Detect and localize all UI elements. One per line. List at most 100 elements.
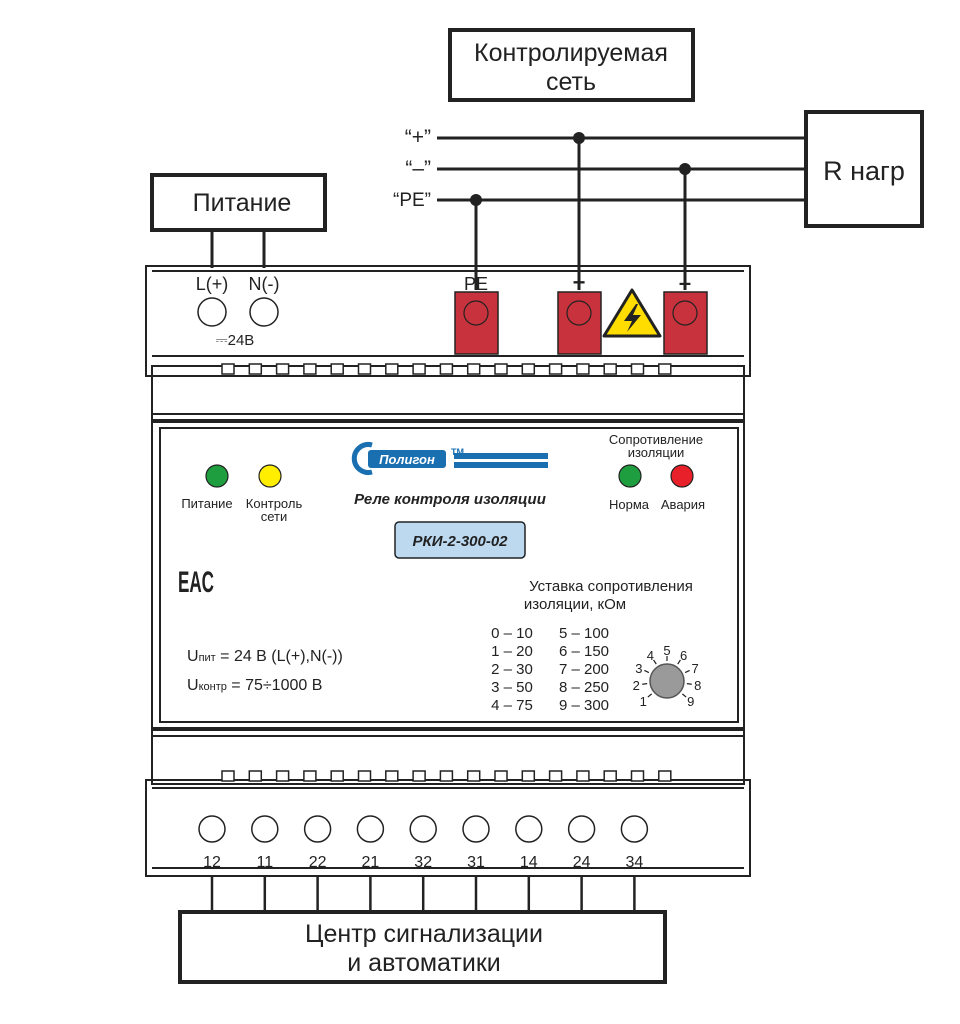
- voltage-label: ⎓24В: [216, 332, 255, 349]
- bottom-terminal-label: 34: [626, 854, 644, 871]
- center-box-line1: Центр сигнализации: [305, 920, 543, 948]
- load-box-label: R нагр: [823, 156, 905, 186]
- bottom-terminal-label: 14: [520, 854, 538, 871]
- vent-slot: [521, 363, 536, 375]
- led-norm: [618, 464, 642, 488]
- load-box: R нагр: [804, 110, 924, 228]
- dial-number: 9: [687, 694, 694, 709]
- setting-value: 3 – 50: [491, 679, 533, 696]
- dial-tick: [677, 659, 681, 665]
- led-alarm: [670, 464, 694, 488]
- dial-number: 7: [691, 661, 698, 676]
- bottom-terminal-label: 21: [362, 854, 380, 871]
- bottom-terminal-label: 31: [467, 854, 485, 871]
- bottom-terminal-label: 12: [203, 854, 221, 871]
- control-voltage-spec: Uконтр = 75÷1000 В: [187, 677, 322, 694]
- setting-dial-knob[interactable]: [649, 663, 685, 699]
- setting-dial-ticks: [642, 656, 692, 698]
- vent-slot: [576, 363, 590, 375]
- dial-tick: [642, 683, 648, 685]
- vent-slot: [658, 770, 672, 782]
- resistance-title-line2: изоляции: [628, 445, 685, 460]
- terminal-label-n-minus: N(-): [249, 274, 280, 294]
- supply-voltage-spec: Uпит = 24 В (L(+),N(-)): [187, 648, 343, 665]
- vent-slot: [330, 770, 344, 782]
- dial-number: 2: [633, 678, 640, 693]
- dial-tick: [653, 659, 657, 665]
- dial-tick: [684, 669, 690, 674]
- setting-value: 6 – 150: [559, 643, 609, 660]
- vent-slot: [630, 770, 645, 782]
- vent-slot: [303, 363, 317, 375]
- dial-number: 4: [647, 648, 654, 663]
- vent-slot: [439, 363, 454, 375]
- network-box: Контролируемая сеть: [448, 28, 695, 102]
- bottom-terminal: [620, 815, 649, 843]
- dial-number: 8: [694, 678, 701, 693]
- vent-slot: [221, 363, 235, 375]
- vent-slot: [275, 363, 290, 375]
- dial-number: 6: [680, 648, 687, 663]
- setting-value: 5 – 100: [559, 625, 609, 642]
- vent-slot: [494, 363, 508, 375]
- terminal-label-pe: PE: [464, 274, 488, 294]
- vent-slot: [576, 770, 590, 782]
- vent-slot: [412, 770, 426, 782]
- bottom-terminal: [198, 815, 226, 843]
- vent-slots-top: [221, 363, 672, 375]
- setting-value: 8 – 250: [559, 679, 609, 696]
- bottom-terminal-label: 11: [256, 854, 273, 871]
- network-terminals: PE + –: [454, 270, 708, 355]
- bottom-terminal: [251, 815, 279, 843]
- led-control-label-line2: сети: [261, 509, 288, 524]
- bottom-terminal-label: 24: [573, 854, 591, 871]
- brand-logo: Полигон TM: [351, 442, 548, 475]
- setting-title-line2: изоляции, кОм: [524, 596, 626, 613]
- setting-value: 2 – 30: [491, 661, 533, 678]
- line-label-minus: “–”: [405, 157, 431, 180]
- center-box-line2: и автоматики: [347, 949, 500, 977]
- power-box: Питание: [150, 173, 327, 232]
- vent-slot: [221, 770, 235, 782]
- network-lines: [210, 136, 806, 290]
- dial-tick: [681, 693, 687, 698]
- vent-slot: [466, 770, 481, 782]
- vent-slots-bottom: [221, 770, 672, 782]
- brand-logo-icon: [351, 442, 373, 475]
- power-terminals: L(+) N(-) ⎓24В: [196, 274, 280, 349]
- brand-name: Полигон: [379, 452, 435, 467]
- center-box: Центр сигнализации и автоматики: [178, 910, 667, 984]
- setting-value: 4 – 75: [491, 697, 533, 714]
- led-alarm-label: Авария: [661, 497, 705, 512]
- vent-slot: [603, 770, 617, 782]
- bottom-terminal: [303, 815, 332, 843]
- vent-slot: [275, 770, 290, 782]
- bottom-terminal: [409, 815, 437, 843]
- vent-slot: [521, 770, 536, 782]
- vent-slot: [466, 363, 481, 375]
- bottom-terminal-label: 32: [414, 854, 432, 871]
- high-voltage-warning-icon: [602, 288, 662, 338]
- line-label-pe: “PE”: [393, 190, 431, 211]
- vent-slot: [385, 770, 399, 782]
- setting-title-line1: Уставка сопротивления: [529, 578, 693, 595]
- dial-tick: [686, 683, 692, 685]
- vent-slot: [248, 363, 263, 375]
- vent-slot: [248, 770, 263, 782]
- vent-slot: [385, 363, 399, 375]
- brand-tm: TM: [451, 447, 464, 457]
- model-badge: РКИ-2-300-02: [394, 521, 526, 559]
- eac-mark: EAC: [178, 566, 214, 599]
- setting-value: 7 – 200: [559, 661, 609, 678]
- vent-slot: [330, 363, 344, 375]
- vent-slot: [548, 363, 563, 375]
- dial-tick: [647, 693, 653, 698]
- settings-column-left: 0 – 101 – 202 – 303 – 504 – 75: [491, 625, 533, 714]
- relay-housing: [145, 265, 751, 877]
- dial-tick: [644, 669, 650, 674]
